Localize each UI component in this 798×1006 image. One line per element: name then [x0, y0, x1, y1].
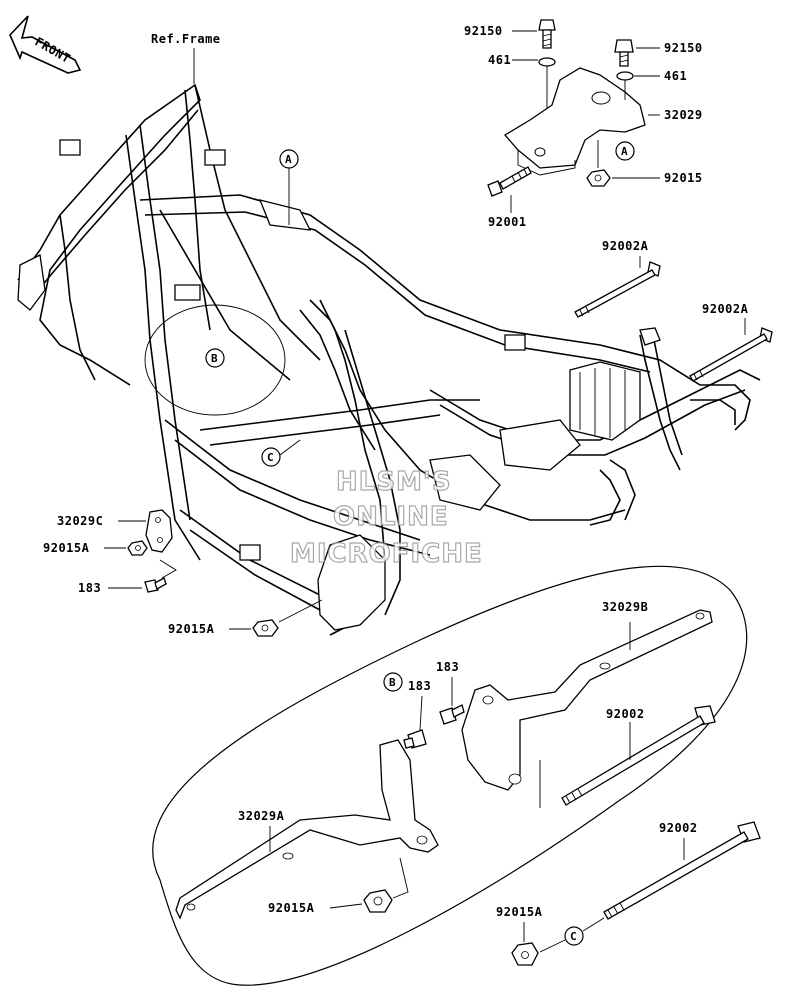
label-92150-right: 92150 [664, 41, 703, 55]
detail-b-circle [144, 304, 286, 416]
svg-text:C: C [570, 930, 577, 943]
bolt-183-left [144, 577, 167, 593]
nut-92015 [586, 169, 611, 187]
bolt-92150-top [538, 19, 556, 49]
svg-text:A: A [621, 145, 628, 158]
svg-text:B: B [211, 352, 218, 365]
ref-frame-label: Ref.Frame [151, 32, 221, 46]
bracket-32029B [461, 609, 713, 791]
svg-text:MICROFICHE: MICROFICHE [290, 539, 483, 569]
bolt-92002-lower [603, 821, 761, 920]
bracket-32029 [504, 67, 646, 169]
bolt-92001 [487, 166, 532, 197]
label-92015: 92015 [664, 171, 703, 185]
label-92002-upper: 92002 [606, 707, 645, 721]
label-92150-top: 92150 [464, 24, 503, 38]
label-32029A: 32029A [238, 809, 285, 823]
nut-92015A-bottom [252, 619, 279, 637]
label-92001: 92001 [488, 215, 527, 229]
bolt-183-lower [403, 729, 427, 749]
bolt-92002A-upper [574, 261, 661, 318]
label-183-upper: 183 [436, 660, 459, 674]
label-92002A-upper: 92002A [602, 239, 649, 253]
watermark: HLSM'S ONLINE MICROFICHE [289, 466, 483, 569]
label-461-top: 461 [488, 53, 511, 67]
washer-461-right [616, 71, 634, 81]
front-arrow-icon: FRONT [9, 15, 82, 74]
label-183-left: 183 [78, 581, 101, 595]
svg-text:HLSM'S: HLSM'S [336, 467, 452, 497]
callout-a-frame: A [279, 149, 299, 225]
label-92002-lower: 92002 [659, 821, 698, 835]
svg-text:A: A [285, 153, 292, 166]
svg-text:ONLINE: ONLINE [333, 502, 449, 532]
label-183-lower: 183 [408, 679, 431, 693]
label-32029C: 32029C [57, 514, 103, 528]
label-92015A-left: 92015A [43, 541, 90, 555]
bracket-32029A [175, 739, 439, 920]
svg-text:C: C [267, 451, 274, 464]
bolt-92002-upper [561, 705, 716, 806]
callout-c-frame: C [261, 439, 301, 467]
washer-461-top [538, 57, 556, 67]
bolt-183-upper [439, 704, 465, 725]
label-92002A-lower: 92002A [702, 302, 749, 316]
label-32029B: 32029B [602, 600, 648, 614]
label-92015A-detail: 92015A [268, 901, 315, 915]
callout-b-frame: B [205, 348, 225, 368]
label-92015A-lower: 92015A [496, 905, 543, 919]
callout-b-detail: B [383, 672, 403, 692]
label-32029: 32029 [664, 108, 703, 122]
detail-b-view: B [152, 565, 748, 986]
upper-bracket-assembly: A [487, 19, 646, 197]
nut-92015A-detail [363, 889, 393, 913]
main-frame [17, 83, 761, 636]
bracket-32029C [145, 509, 173, 553]
nut-92015A-left [127, 540, 148, 556]
callout-a-detail: A [615, 141, 635, 161]
callout-c-detail: C [539, 917, 605, 953]
label-92015A-bottom: 92015A [168, 622, 215, 636]
bolt-92150-right [614, 39, 634, 67]
svg-text:B: B [389, 676, 396, 689]
bolt-92002A-lower [689, 327, 773, 382]
nut-92015A-lower [511, 942, 539, 966]
label-461-right: 461 [664, 69, 687, 83]
